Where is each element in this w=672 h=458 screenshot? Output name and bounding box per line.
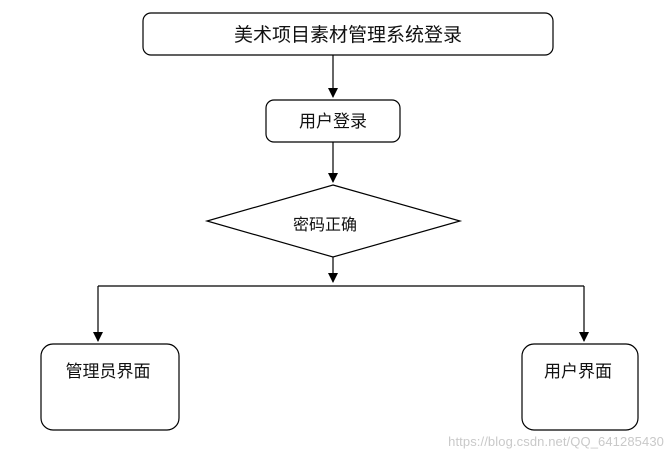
password-check-decision: 密码正确	[204, 184, 463, 258]
user-view-label: 用户界面	[544, 362, 612, 382]
watermark-text: https://blog.csdn.net/QQ_641285430	[448, 434, 664, 449]
user-login-node: 用户登录	[265, 99, 401, 143]
system-login-node: 美术项目素材管理系统登录	[142, 12, 554, 56]
system-login-label: 美术项目素材管理系统登录	[234, 24, 462, 46]
user-login-label: 用户登录	[299, 112, 367, 132]
user-view-node: 用户界面	[521, 343, 639, 431]
admin-view-node: 管理员界面	[40, 343, 180, 431]
password-check-label: 密码正确	[293, 215, 357, 234]
admin-view-label: 管理员界面	[66, 362, 151, 382]
